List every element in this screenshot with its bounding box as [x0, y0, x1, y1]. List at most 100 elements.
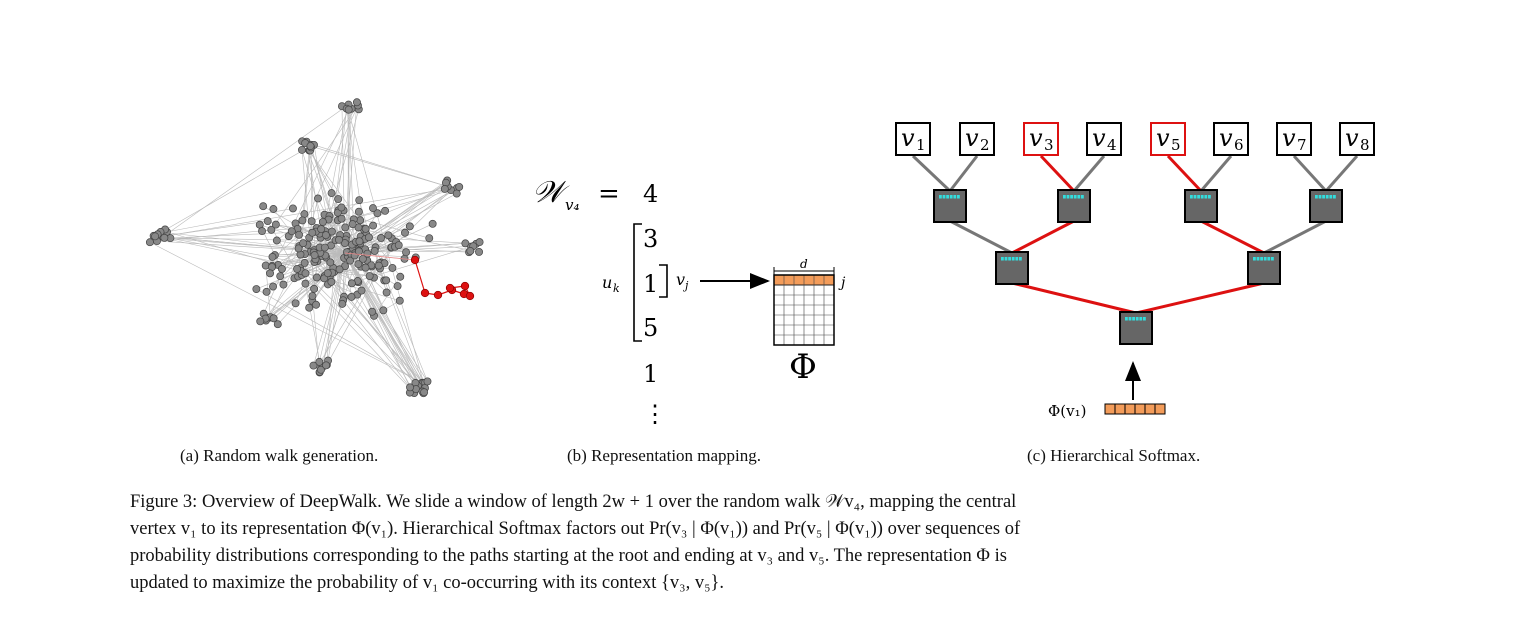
leaf-subscript: 1	[916, 136, 926, 154]
representation-mapping: 𝒲 v₄ = 4 3 1 5 1 ⋮ u k v j d j Φ	[532, 175, 846, 428]
walk-node	[433, 290, 443, 300]
graph-node	[365, 272, 374, 280]
graph-node	[268, 253, 277, 261]
tree-node-cell	[1318, 195, 1322, 199]
graph-edge	[272, 257, 316, 287]
graph-node	[312, 273, 321, 282]
tree-node-cell	[1011, 257, 1015, 261]
graph-node	[317, 225, 326, 234]
tree-node-cell	[1204, 195, 1208, 199]
graph-node	[475, 238, 484, 247]
graph-node	[288, 204, 297, 213]
graph-edge	[379, 268, 424, 384]
walk-node	[420, 288, 430, 298]
tree-node-cell	[1063, 195, 1066, 199]
tree-node-cell	[1143, 317, 1146, 321]
caption-line-2: vertex v₁ to its representation Φ(v₁). H…	[130, 519, 1021, 539]
graph-edge	[301, 141, 401, 277]
tree-node	[1057, 189, 1091, 223]
tree-edge-path	[1200, 219, 1265, 255]
matrix-name: Φ	[789, 347, 817, 387]
graph-node	[379, 306, 388, 315]
graph-node	[326, 258, 335, 267]
embedding-matrix	[773, 274, 835, 346]
graph-node	[308, 228, 317, 237]
graph-edge	[267, 220, 317, 305]
tree-node	[1184, 189, 1218, 223]
window-subscript: k	[613, 282, 620, 295]
graph-node	[440, 185, 449, 193]
graph-node	[279, 280, 288, 289]
graph-node	[269, 205, 278, 213]
graph-node	[352, 98, 361, 107]
graph-edge	[344, 252, 417, 390]
walk-edge	[344, 252, 416, 261]
graph-node	[455, 182, 464, 191]
tree-node	[995, 251, 1029, 285]
graph-edge	[357, 280, 425, 393]
tree-node-cell	[1066, 195, 1070, 199]
caption-line-1: Figure 3: Overview of DeepWalk. We slide…	[130, 492, 1017, 512]
graph-edge	[305, 273, 425, 393]
graph-node	[355, 196, 364, 205]
graph-node	[361, 263, 370, 272]
leaf-box	[1213, 122, 1249, 156]
graph-node	[273, 320, 282, 329]
walk-node	[445, 283, 455, 293]
graph-node	[388, 263, 397, 272]
input-embedding-vector	[1104, 403, 1166, 415]
graph-edge	[305, 283, 322, 370]
graph-edge	[344, 252, 426, 383]
graph-edge	[344, 252, 416, 384]
graph-node	[354, 260, 363, 269]
graph-edge	[157, 145, 311, 235]
graph-node	[401, 228, 409, 237]
graph-edge	[298, 245, 424, 384]
tree-edge-path	[1011, 281, 1137, 315]
graph-edge	[269, 109, 349, 274]
graph-node	[373, 209, 382, 218]
walk-node	[465, 291, 475, 301]
walk-item-5: ⋮	[643, 400, 667, 428]
graph-edge	[344, 252, 425, 393]
leaf-subscript: 6	[1234, 136, 1244, 154]
graph-node	[291, 299, 300, 308]
tree-node-cell	[1081, 195, 1084, 199]
tree-node-cell	[1077, 195, 1081, 199]
tree-node-cell	[1132, 317, 1135, 321]
input-vector-cell	[1104, 403, 1116, 415]
tree-node-cell	[946, 195, 949, 199]
graph-edge	[344, 252, 424, 384]
graph-node	[357, 286, 366, 295]
graph-node	[299, 239, 308, 248]
graph-edge	[357, 188, 445, 243]
graph-node	[466, 246, 475, 255]
graph-node	[327, 227, 336, 236]
graph-node	[382, 288, 391, 297]
random-walk-graph	[145, 98, 484, 398]
graph-edge	[363, 229, 480, 253]
graph-node	[364, 233, 373, 242]
graph-node	[393, 282, 402, 290]
leaf-subscript: 3	[1044, 136, 1054, 154]
graph-node	[327, 189, 336, 198]
leaf-label: v	[1282, 124, 1296, 152]
tree-node-cell	[1139, 317, 1143, 321]
leaf-label: v	[1156, 124, 1170, 152]
walk-node	[460, 281, 470, 291]
graph-node	[475, 248, 483, 256]
tree-edge	[1072, 155, 1106, 192]
leaf-box	[1023, 122, 1059, 156]
graph-edge	[156, 186, 460, 238]
leaf-box	[1086, 122, 1122, 156]
graph-node	[266, 269, 274, 278]
graph-node	[361, 224, 370, 233]
graph-edge	[344, 252, 411, 388]
graph-node	[293, 264, 302, 273]
tree-edge-path	[1039, 154, 1076, 193]
tree-node	[1119, 311, 1153, 345]
leaf-subscript: 7	[1297, 136, 1307, 154]
tree-node-cell	[942, 195, 946, 199]
graph-node	[354, 207, 363, 216]
